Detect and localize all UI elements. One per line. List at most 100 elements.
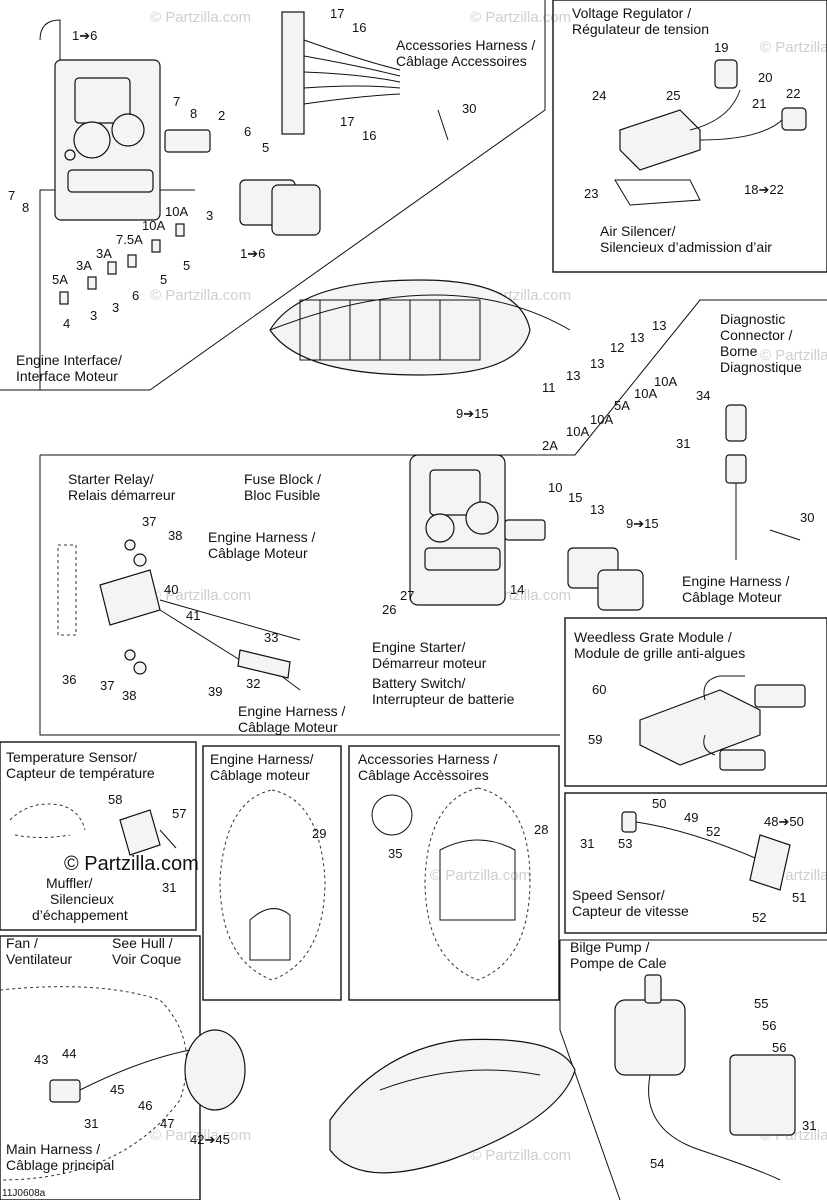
callout-16b: 16 <box>362 128 376 143</box>
callout-21: 21 <box>752 96 766 111</box>
callout-50: 50 <box>652 796 666 811</box>
diagnostic-l1: Diagnostic <box>720 311 785 327</box>
callout-31-speed: 31 <box>580 836 594 851</box>
watermark: © Partzilla.com <box>430 867 531 884</box>
callout-33: 33 <box>264 630 278 645</box>
acc-harness-title-fr: Câblage Accèssoires <box>358 767 489 783</box>
callout-2: 2 <box>218 108 225 123</box>
diag-harness-en: Engine Harness / <box>682 573 790 589</box>
callout-25: 25 <box>666 88 680 103</box>
fuse-2a: 2A <box>542 438 558 453</box>
callout-36: 36 <box>62 672 76 687</box>
muffler-fr2: d’échappement <box>32 907 128 923</box>
starter-relay <box>57 539 301 691</box>
acc-harness-title-en: Accessories Harness / <box>358 751 497 767</box>
callout-41: 41 <box>186 608 200 623</box>
air-silencer-fr: Silencieux d’admission d’air <box>600 239 772 255</box>
callout-5c: 5 <box>183 258 190 273</box>
acc-harness-panel <box>348 745 560 1001</box>
terminal-strip <box>281 11 401 135</box>
callout-39: 39 <box>208 684 222 699</box>
callout-31-diag: 31 <box>676 436 690 451</box>
callout-6: 6 <box>244 124 251 139</box>
engine-harness-title-fr: Câblage moteur <box>210 767 310 783</box>
callout-35: 35 <box>388 846 402 861</box>
engine-harness-panel <box>202 745 342 1001</box>
voltage-regulator-title-fr: Régulateur de tension <box>572 21 709 37</box>
diagnostic-l2: Connector / <box>720 327 792 343</box>
fan <box>0 986 246 1181</box>
callout-45: 45 <box>110 1082 124 1097</box>
callout-54: 54 <box>650 1156 664 1171</box>
callout-3: 3 <box>206 208 213 223</box>
callout-46: 46 <box>138 1098 152 1113</box>
callout-23: 23 <box>584 186 598 201</box>
temperature-title-fr: Capteur de température <box>6 765 155 781</box>
engine-starter-fr: Démarreur moteur <box>372 655 487 671</box>
temperature-panel <box>0 741 197 931</box>
bilge-pump <box>614 974 796 1181</box>
callout-8: 8 <box>190 106 197 121</box>
callout-1to6b: 1➔6 <box>240 246 265 261</box>
callout-13c: 13 <box>630 330 644 345</box>
callout-38: 38 <box>168 528 182 543</box>
figure-code: 11J0608a <box>2 1188 46 1199</box>
callout-58: 58 <box>108 792 122 807</box>
callout-4: 4 <box>63 316 70 331</box>
callout-42to45: 42➔45 <box>190 1132 230 1147</box>
speed-title-en: Speed Sensor/ <box>572 887 665 903</box>
see-hull-en: See Hull / <box>112 935 173 951</box>
speed-sensor <box>621 811 791 891</box>
diagnostic-l4: Diagnostique <box>720 359 802 375</box>
callout-48to50: 48➔50 <box>764 814 804 829</box>
callout-9to15: 9➔15 <box>456 406 489 421</box>
callout-56: 56 <box>762 1018 776 1033</box>
weedless-panel <box>564 617 827 787</box>
callout-19: 19 <box>714 40 728 55</box>
fuse-10a-c: 10A <box>566 424 589 439</box>
fan-title-en: Fan / <box>6 935 38 951</box>
callout-17: 17 <box>330 6 344 21</box>
see-hull-fr: Voir Coque <box>112 951 181 967</box>
callout-37b: 37 <box>100 678 114 693</box>
fuse-10a-d: 10A <box>590 412 613 427</box>
engine-interface-title-fr: Interface Moteur <box>16 368 118 384</box>
watermark: © Partzilla.com <box>150 587 251 604</box>
callout-52: 52 <box>706 824 720 839</box>
callout-22: 22 <box>786 86 800 101</box>
callout-47: 47 <box>160 1116 174 1131</box>
callout-9to15b: 9➔15 <box>626 516 659 531</box>
bilge-frame <box>559 939 827 1200</box>
voltage-regulator-panel <box>552 0 827 273</box>
callout-31-fan: 31 <box>84 1116 98 1131</box>
top-acc-harness-fr: Câblage Accessoires <box>396 53 527 69</box>
fan-title-fr: Ventilateur <box>6 951 72 967</box>
voltage-regulator-title-en: Voltage Regulator / <box>572 5 691 21</box>
temperature-title-en: Temperature Sensor/ <box>6 749 137 765</box>
fuse-3a: 3A <box>76 258 92 273</box>
callout-5b: 5 <box>160 272 167 287</box>
fuse-10a-e: 10A <box>634 386 657 401</box>
callout-11: 11 <box>542 380 556 395</box>
callout-55: 55 <box>754 996 768 1011</box>
callout-59: 59 <box>588 732 602 747</box>
callout-7: 7 <box>173 94 180 109</box>
callout-16: 16 <box>352 20 366 35</box>
battery-switch-fr: Interrupteur de batterie <box>372 691 515 707</box>
speed-title-fr: Capteur de vitesse <box>572 903 689 919</box>
callout-13a: 13 <box>566 368 580 383</box>
fuse-7-5a: 7.5A <box>116 232 143 247</box>
callout-60: 60 <box>592 682 606 697</box>
callout-43: 43 <box>34 1052 48 1067</box>
engine-harness-2-fr: Câblage Moteur <box>238 719 338 735</box>
bilge-title-fr: Pompe de Cale <box>570 955 667 971</box>
diagnostic-l3: Borne <box>720 343 758 359</box>
main-harness-fr: Câblage principal <box>6 1157 114 1173</box>
fuse-5a: 5A <box>52 272 68 287</box>
callout-24: 24 <box>592 88 606 103</box>
callout-18to22: 18➔22 <box>744 182 784 197</box>
temperature-sensor <box>9 803 177 856</box>
callout-1to6: 1➔6 <box>72 28 97 43</box>
fuse-block-fr: Bloc Fusible <box>244 487 320 503</box>
big-watermark: © Partzilla.com <box>64 853 199 875</box>
